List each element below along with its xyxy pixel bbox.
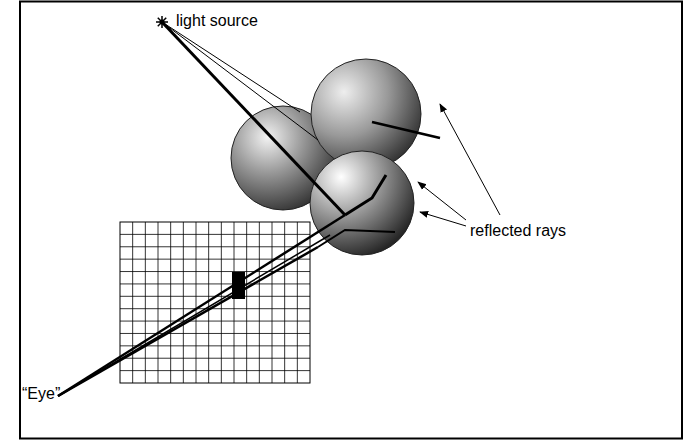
grid-line bbox=[284, 222, 285, 383]
light-source-label: light source bbox=[176, 12, 258, 30]
light-ray bbox=[162, 22, 345, 215]
eye-label: “Eye” bbox=[22, 385, 60, 403]
eye-ray bbox=[58, 235, 330, 396]
eye-ray bbox=[58, 215, 345, 396]
leader-arrow bbox=[418, 182, 466, 220]
grid-line bbox=[120, 259, 310, 260]
grid-line bbox=[120, 308, 310, 309]
grid-line bbox=[234, 222, 235, 383]
grid-line bbox=[120, 358, 310, 359]
reflected-ray bbox=[345, 175, 386, 215]
grid-line bbox=[120, 271, 310, 272]
grid-line bbox=[145, 222, 146, 383]
leader-arrow bbox=[420, 212, 466, 226]
grid-line bbox=[120, 333, 310, 334]
light-ray bbox=[162, 22, 318, 140]
grid-line bbox=[120, 246, 310, 247]
reflected-ray bbox=[318, 230, 395, 247]
grid-line bbox=[170, 222, 171, 383]
grid-line bbox=[120, 283, 310, 284]
grid-line bbox=[246, 222, 247, 383]
grid-line bbox=[158, 222, 159, 383]
grid-line bbox=[120, 321, 310, 322]
light-ray bbox=[162, 22, 300, 112]
light-source-symbol bbox=[156, 16, 168, 28]
star-core bbox=[160, 20, 165, 25]
grid-line bbox=[272, 222, 273, 383]
reflected-rays-label: reflected rays bbox=[470, 222, 566, 240]
grid-line bbox=[132, 222, 133, 383]
frame bbox=[20, 2, 682, 439]
grid-line bbox=[183, 222, 184, 383]
grid-line bbox=[196, 222, 197, 383]
grid-line bbox=[120, 370, 310, 371]
sphere bbox=[310, 151, 414, 255]
leader-arrow bbox=[440, 104, 500, 215]
reflected-ray bbox=[372, 122, 440, 138]
grid-line bbox=[120, 234, 310, 235]
grid-line bbox=[259, 222, 260, 383]
